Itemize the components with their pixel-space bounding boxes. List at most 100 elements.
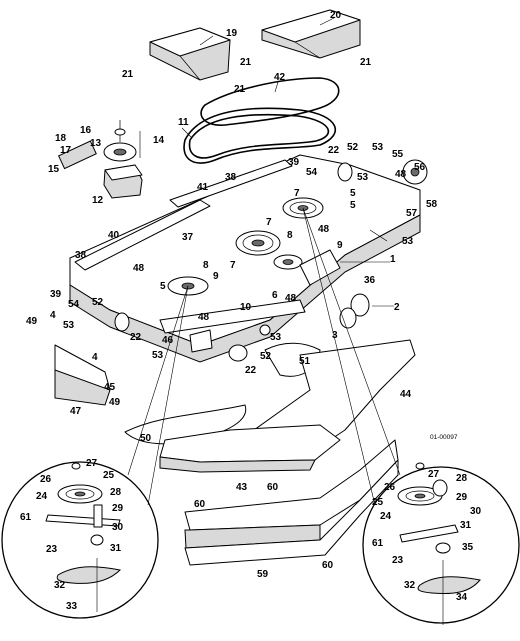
leader-lines <box>139 17 394 307</box>
callout-43: 43 <box>236 482 248 493</box>
callout-53: 53 <box>402 236 414 247</box>
callout-39: 39 <box>288 157 300 168</box>
callout-27: 27 <box>86 458 98 469</box>
callout-15: 15 <box>48 164 60 175</box>
callout-53: 53 <box>63 320 75 331</box>
callout-23: 23 <box>392 555 404 566</box>
callout-31: 31 <box>460 520 472 531</box>
callout-21: 21 <box>234 84 246 95</box>
detail-left-spindle <box>1 461 159 619</box>
callout-48: 48 <box>133 263 145 274</box>
callout-21: 21 <box>240 57 252 68</box>
callout-55: 55 <box>392 149 404 160</box>
callout-28: 28 <box>110 487 122 498</box>
callout-30: 30 <box>470 506 482 517</box>
callout-53: 53 <box>152 350 164 361</box>
callout-58: 58 <box>426 199 438 210</box>
detail-right-spindle <box>362 462 520 625</box>
callout-30: 30 <box>112 522 124 533</box>
callout-60: 60 <box>267 482 279 493</box>
callout-20: 20 <box>330 10 342 21</box>
callout-25: 25 <box>372 497 384 508</box>
callout-41: 41 <box>197 182 209 193</box>
callout-53: 53 <box>372 142 384 153</box>
callout-32: 32 <box>54 580 66 591</box>
callout-19: 19 <box>226 28 238 39</box>
callout-8: 8 <box>287 230 293 241</box>
callout-28: 28 <box>456 473 468 484</box>
callout-14: 14 <box>153 135 165 146</box>
callout-52: 52 <box>92 297 104 308</box>
belt-cover-right <box>261 9 361 59</box>
callout-57: 57 <box>406 208 418 219</box>
callout-53: 53 <box>270 332 282 343</box>
callout-24: 24 <box>36 491 48 502</box>
callout-48: 48 <box>318 224 330 235</box>
callout-54: 54 <box>68 299 80 310</box>
callout-48: 48 <box>285 293 297 304</box>
callout-49: 49 <box>109 397 121 408</box>
callout-39: 39 <box>50 289 62 300</box>
callout-38: 38 <box>225 172 237 183</box>
callout-36: 36 <box>364 275 376 286</box>
callout-42: 42 <box>274 72 286 83</box>
callout-34: 34 <box>456 592 468 603</box>
callout-29: 29 <box>456 492 468 503</box>
callout-4: 4 <box>50 310 56 321</box>
drawing-code: 01-00097 <box>430 434 458 441</box>
callout-60: 60 <box>194 499 206 510</box>
callout-56: 56 <box>414 162 426 173</box>
callout-24: 24 <box>380 511 392 522</box>
callout-52: 52 <box>347 142 359 153</box>
callout-33: 33 <box>66 601 78 612</box>
callout-27: 27 <box>428 469 440 480</box>
callout-45: 45 <box>104 382 116 393</box>
callout-11: 11 <box>178 117 189 128</box>
callout-54: 54 <box>306 167 318 178</box>
callout-32: 32 <box>404 580 416 591</box>
callout-18: 18 <box>55 133 67 144</box>
callout-23: 23 <box>46 544 58 555</box>
callout-40: 40 <box>108 230 120 241</box>
deck-rollers <box>114 159 428 362</box>
belt-cover-left <box>149 27 231 81</box>
callout-46: 46 <box>162 335 174 346</box>
callout-52: 52 <box>260 351 272 362</box>
callout-10: 10 <box>240 302 252 313</box>
deck-belt <box>183 107 337 164</box>
callout-37: 37 <box>182 232 194 243</box>
callout-25: 25 <box>103 470 115 481</box>
callout-61: 61 <box>372 538 384 549</box>
callout-26: 26 <box>40 474 52 485</box>
callout-61: 61 <box>20 512 32 523</box>
callout-8: 8 <box>203 260 209 271</box>
callout-38: 38 <box>75 250 87 261</box>
callout-labels: 19 20 21 21 21 21 42 11 16 14 18 13 17 1… <box>20 10 482 612</box>
callout-59: 59 <box>257 569 269 580</box>
callout-5: 5 <box>160 281 166 292</box>
callout-16: 16 <box>80 125 92 136</box>
callout-22: 22 <box>130 332 142 343</box>
callout-5: 5 <box>350 200 356 211</box>
callout-17: 17 <box>60 145 72 156</box>
callout-21: 21 <box>122 69 134 80</box>
callout-7: 7 <box>230 260 236 271</box>
callout-50: 50 <box>140 433 152 444</box>
callout-60: 60 <box>322 560 334 571</box>
callout-31: 31 <box>110 543 122 554</box>
callout-12: 12 <box>92 195 104 206</box>
callout-1: 1 <box>390 254 396 265</box>
callout-47: 47 <box>70 406 82 417</box>
callout-4: 4 <box>92 352 98 363</box>
callout-3: 3 <box>332 330 338 341</box>
callout-2: 2 <box>394 302 400 313</box>
callout-9: 9 <box>213 271 219 282</box>
front-shields <box>159 424 399 566</box>
callout-21: 21 <box>360 57 372 68</box>
callout-49: 49 <box>26 316 38 327</box>
pto-belt <box>200 77 340 126</box>
detail-connectors <box>127 207 401 506</box>
callout-29: 29 <box>112 503 124 514</box>
callout-5: 5 <box>350 188 356 199</box>
